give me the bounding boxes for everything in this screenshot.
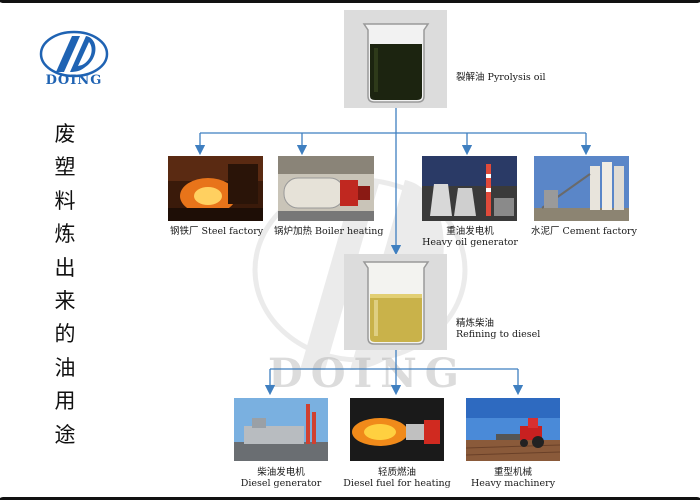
boiler-heating-photo	[278, 156, 374, 221]
pyrolysis-label: 裂解油 Pyrolysis oil	[456, 72, 546, 83]
title-char: 用	[54, 389, 76, 414]
bottom-border-curve	[0, 489, 700, 500]
diesel-generator-label: 柴油发电机 Diesel generator	[226, 467, 336, 489]
top-border-curve	[0, 0, 700, 11]
boiler-heating-label: 锅炉加热 Boiler heating	[274, 226, 383, 237]
title-char: 废	[54, 122, 76, 146]
title-char: 料	[54, 188, 76, 213]
boiler-heating-cn: 锅炉加热	[274, 226, 313, 237]
title-char: 途	[54, 422, 76, 447]
heavy-oil-generator-photo	[422, 156, 517, 221]
steel-factory-label: 钢铁厂 Steel factory	[170, 226, 263, 237]
cement-factory-cn: 水泥厂	[531, 226, 560, 237]
diesel-fuel-heating-photo	[350, 398, 444, 461]
diesel-generator-cn: 柴油发电机	[257, 467, 305, 478]
pyrolysis-label-en: Pyrolysis oil	[487, 72, 546, 83]
heavy-machinery-photo	[466, 398, 560, 461]
heavy-machinery-cn: 重型机械	[493, 467, 532, 478]
steel-factory-cn: 钢铁厂	[170, 226, 199, 237]
pyrolysis-label-cn: 裂解油	[456, 72, 485, 83]
cement-factory-label: 水泥厂 Cement factory	[531, 226, 637, 237]
cement-factory-en: Cement factory	[562, 226, 637, 237]
beaker-dark-oil-icon	[344, 10, 447, 108]
diesel-label: 精炼柴油 Refining to diesel	[456, 318, 540, 340]
boiler-heating-en: Boiler heating	[315, 226, 384, 237]
heavy-oil-generator-label: 重油发电机 Heavy oil generator	[418, 226, 522, 248]
vertical-title: 废 塑 料 炼 出 来 的 油 用 途	[52, 118, 78, 452]
heavy-oil-generator-en: Heavy oil generator	[422, 237, 518, 248]
title-char: 来	[54, 289, 76, 314]
title-char: 的	[54, 322, 76, 347]
title-char: 油	[54, 355, 76, 380]
steel-factory-photo	[168, 156, 263, 221]
logo-wordmark: DOING	[45, 73, 103, 88]
heavy-machinery-en: Heavy machinery	[470, 478, 556, 489]
diesel-fuel-heating-en: Diesel fuel for heating	[343, 478, 451, 489]
diesel-generator-en: Diesel generator	[240, 478, 322, 489]
diesel-label-cn: 精炼柴油	[456, 318, 495, 329]
title-char: 塑	[54, 155, 76, 180]
title-char: 出	[54, 255, 76, 280]
steel-factory-en: Steel factory	[201, 226, 264, 237]
watermark-word: DOING	[268, 350, 467, 397]
cement-factory-photo	[534, 156, 629, 221]
heavy-machinery-label: 重型机械 Heavy machinery	[458, 467, 568, 489]
diesel-label-en: Refining to diesel	[456, 329, 541, 340]
pyrolysis-oil-photo	[344, 10, 447, 108]
diesel-fuel-heating-label: 轻质燃油 Diesel fuel for heating	[337, 467, 457, 489]
refined-diesel-photo	[344, 254, 447, 350]
title-char: 炼	[54, 222, 76, 247]
diesel-fuel-heating-cn: 轻质燃油	[377, 467, 416, 478]
beaker-diesel-icon	[344, 254, 447, 350]
diesel-generator-photo	[234, 398, 328, 461]
heavy-oil-generator-cn: 重油发电机	[446, 226, 494, 237]
doing-logo-icon	[39, 30, 109, 78]
